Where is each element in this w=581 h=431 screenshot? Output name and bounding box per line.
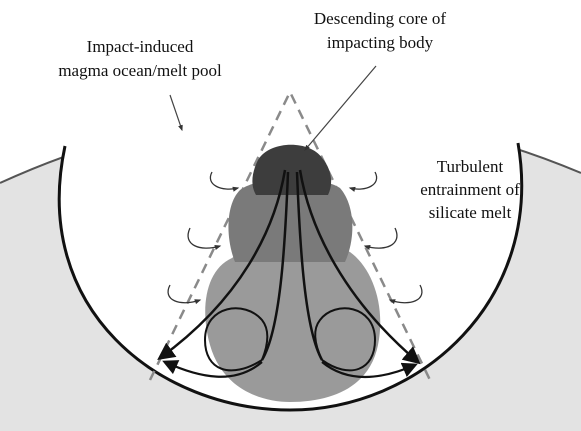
label-entrainment-line3: silicate melt <box>429 203 512 222</box>
label-magma-ocean-line2: magma ocean/melt pool <box>58 61 222 80</box>
label-core-line2: impacting body <box>327 33 434 52</box>
label-magma-ocean-line1: Impact-induced <box>87 37 194 56</box>
label-entrainment-line1: Turbulent <box>437 157 504 176</box>
label-core-line1: Descending core of <box>314 9 447 28</box>
plume-lower <box>205 243 380 402</box>
label-entrainment-line2: entrainment of <box>420 180 520 199</box>
